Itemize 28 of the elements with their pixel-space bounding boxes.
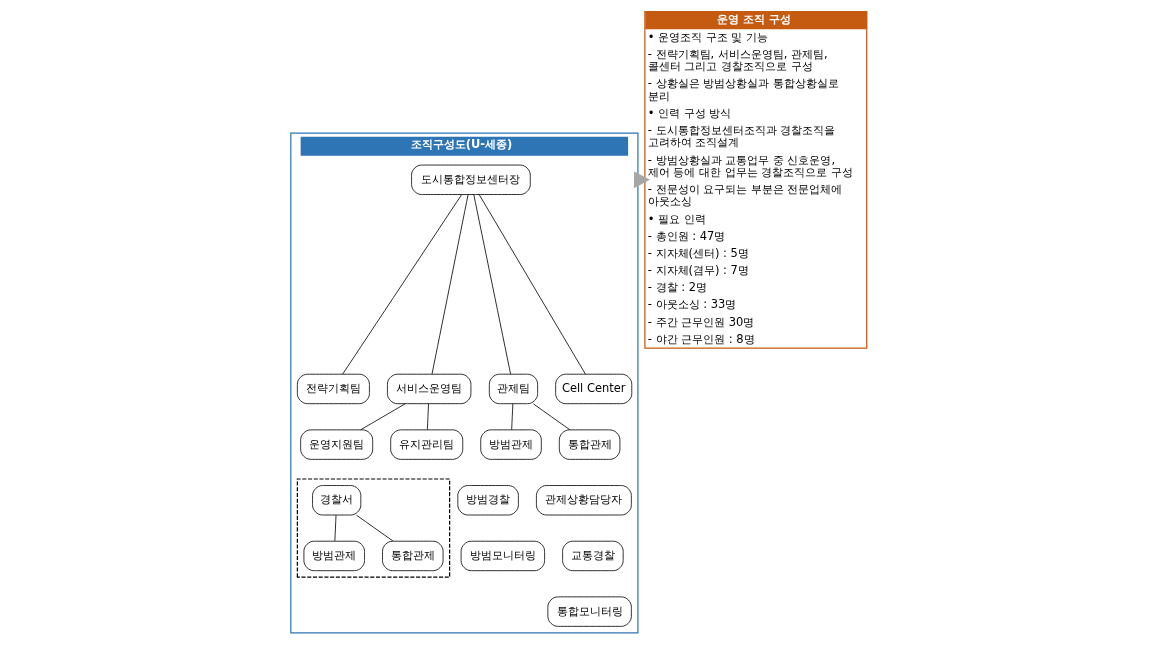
node-box: 유지관리팀 [390, 429, 464, 460]
node-box: 방범모니터링 [460, 540, 545, 572]
node-box: 방범관제 [480, 429, 542, 460]
connector [478, 194, 586, 375]
connector [431, 194, 469, 375]
node-box: 방범경찰 [457, 485, 519, 516]
connector [334, 514, 337, 542]
connector [511, 403, 514, 430]
connector [426, 403, 429, 430]
node-box: 운영지원팀 [300, 429, 374, 460]
node-box: 통합관제 [382, 540, 444, 572]
node-box: 서비스운영팀 [387, 373, 472, 405]
connector [342, 194, 463, 375]
node-box: Cell Center [555, 373, 633, 405]
connector [360, 403, 406, 431]
connector [356, 514, 394, 542]
cluster [296, 478, 451, 578]
connector [473, 194, 511, 375]
node-box: 통합관제 [558, 429, 621, 460]
node-box: 교통경찰 [562, 540, 624, 572]
node-box: 관제상황담당자 [536, 485, 632, 516]
node-box: 통합모니터링 [547, 596, 632, 627]
node-box: 경찰서 [312, 485, 362, 516]
connector [533, 403, 571, 431]
node-box: 도시통합정보센터장 [411, 164, 531, 195]
node-box: 방범관제 [303, 540, 365, 572]
node-box: 관제팀 [488, 373, 539, 405]
node-box: 전략기획팀 [296, 373, 370, 405]
